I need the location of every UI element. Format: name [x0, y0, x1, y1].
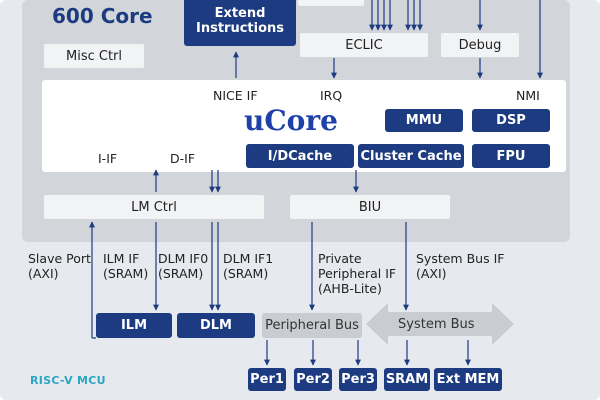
lm-ctrl-block: LM Ctrl	[44, 195, 264, 219]
irq-label: IRQ	[320, 88, 343, 103]
extend-instructions-block: Extend Instructions	[184, 0, 296, 46]
fpu-block: FPU	[472, 144, 550, 168]
ext-mem-block: Ext MEM	[434, 368, 502, 391]
debug-block: Debug	[441, 33, 519, 57]
sram-block: SRAM	[384, 368, 430, 391]
d-if-label: D-IF	[170, 151, 196, 166]
footer-label: RISC-V MCU	[30, 374, 106, 387]
slave-port-label: Slave Port (AXI)	[28, 251, 91, 281]
per1-block: Per1	[248, 368, 286, 391]
dsp-block: DSP	[472, 109, 550, 132]
mmu-block: MMU	[385, 109, 463, 132]
core-title: 600 Core	[52, 4, 153, 28]
i-if-label: I-IF	[98, 151, 118, 166]
dlm-if1-label: DLM IF1 (SRAM)	[223, 251, 274, 281]
nmi-label: NMI	[516, 88, 540, 103]
private-peripheral-if-label: Private Peripheral IF (AHB-Lite)	[318, 251, 397, 296]
dlm-if0-label: DLM IF0 (SRAM)	[158, 251, 209, 281]
misc-ctrl-block: Misc Ctrl	[44, 44, 144, 68]
system-bus-label: System Bus	[398, 317, 475, 332]
nice-if-label: NICE IF	[213, 88, 258, 103]
biu-block: BIU	[290, 195, 450, 219]
top-clipped-block	[298, 0, 364, 6]
per2-block: Per2	[294, 368, 332, 391]
dlm-block: DLM	[177, 313, 255, 338]
ilm-if-label: ILM IF (SRAM)	[103, 251, 149, 281]
system-bus-if-label: System Bus IF (AXI)	[416, 251, 505, 281]
peripheral-bus-block: Peripheral Bus	[262, 313, 362, 338]
ucore-title: uCore	[244, 104, 338, 137]
eclic-block: ECLIC	[300, 33, 428, 57]
ilm-block: ILM	[96, 313, 172, 338]
idcache-block: I/DCache	[246, 144, 354, 168]
cluster-cache-block: Cluster Cache	[358, 144, 464, 168]
per3-block: Per3	[339, 368, 377, 391]
